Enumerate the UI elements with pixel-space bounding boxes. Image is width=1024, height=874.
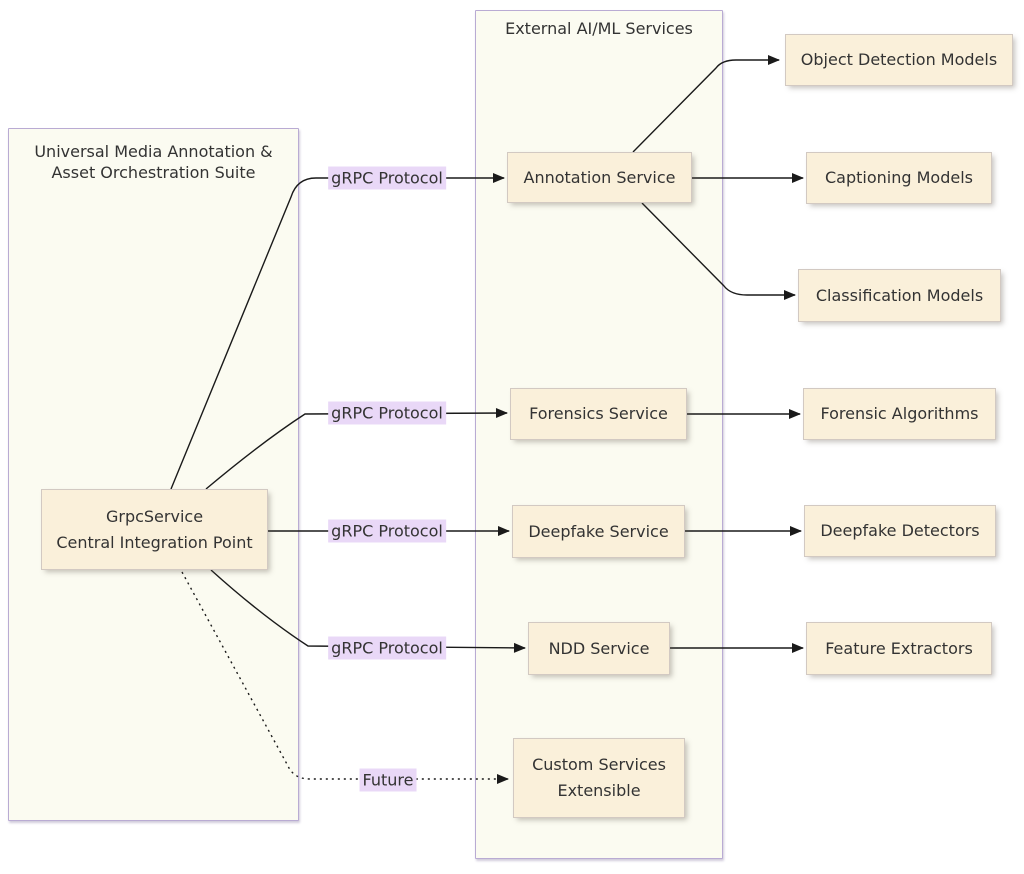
node-grpc-service: GrpcService Central Integration Point	[41, 489, 268, 570]
edge-label-future: Future	[359, 768, 417, 792]
node-object-detection-models-label: Object Detection Models	[800, 50, 998, 69]
edge-grpc-to-annotation	[170, 173, 505, 490]
edge-label-grpc-protocol-3: gRPC Protocol	[328, 519, 446, 543]
cluster-suite-title-line2: Asset Orchestration Suite	[51, 163, 256, 182]
node-classification-models: Classification Models	[798, 269, 1001, 322]
node-deepfake-service: Deepfake Service	[512, 505, 685, 558]
cluster-suite: Universal Media Annotation & Asset Orche…	[8, 128, 299, 821]
edge-grpc-to-ndd	[210, 569, 526, 653]
node-ndd-service-label: NDD Service	[548, 638, 650, 658]
node-deepfake-service-label: Deepfake Service	[528, 521, 669, 541]
edge-label-grpc-protocol-4: gRPC Protocol	[328, 636, 446, 660]
edge-label-grpc-protocol-2: gRPC Protocol	[328, 401, 446, 425]
cluster-external-services-title: External AI/ML Services	[505, 19, 693, 38]
edge-grpc-to-forensics	[205, 408, 508, 490]
node-grpc-service-line2: Central Integration Point	[56, 532, 253, 552]
node-forensic-algorithms-label: Forensic Algorithms	[820, 404, 979, 423]
node-annotation-service-label: Annotation Service	[523, 167, 676, 187]
node-grpc-service-line1: GrpcService	[105, 506, 204, 526]
edge-label-grpc-protocol-1: gRPC Protocol	[328, 166, 446, 190]
node-feature-extractors-label: Feature Extractors	[825, 638, 973, 658]
node-annotation-service: Annotation Service	[507, 152, 692, 203]
node-forensics-service: Forensics Service	[510, 388, 687, 440]
node-custom-services-line2: Extensible	[557, 781, 641, 800]
node-custom-services-line1: Custom Services	[532, 755, 666, 774]
node-captioning-models-label: Captioning Models	[825, 168, 973, 187]
node-deepfake-detectors: Deepfake Detectors	[804, 505, 996, 557]
node-classification-models-label: Classification Models	[815, 285, 984, 305]
edge-grpc-to-custom-future	[181, 571, 509, 784]
node-captioning-models: Captioning Models	[806, 152, 992, 204]
cluster-suite-title-line1: Universal Media Annotation &	[34, 142, 273, 161]
node-forensics-service-label: Forensics Service	[529, 404, 668, 423]
node-custom-services: Custom Services Extensible	[513, 738, 685, 818]
node-forensic-algorithms: Forensic Algorithms	[803, 388, 996, 440]
edge-annotation-to-classification	[641, 202, 796, 300]
node-deepfake-detectors-label: Deepfake Detectors	[820, 521, 980, 540]
edge-annotation-to-object-detection	[632, 55, 780, 153]
node-object-detection-models: Object Detection Models	[785, 34, 1013, 86]
node-ndd-service: NDD Service	[528, 622, 670, 675]
node-feature-extractors: Feature Extractors	[806, 622, 992, 675]
cluster-suite-title: Universal Media Annotation & Asset Orche…	[9, 129, 298, 183]
